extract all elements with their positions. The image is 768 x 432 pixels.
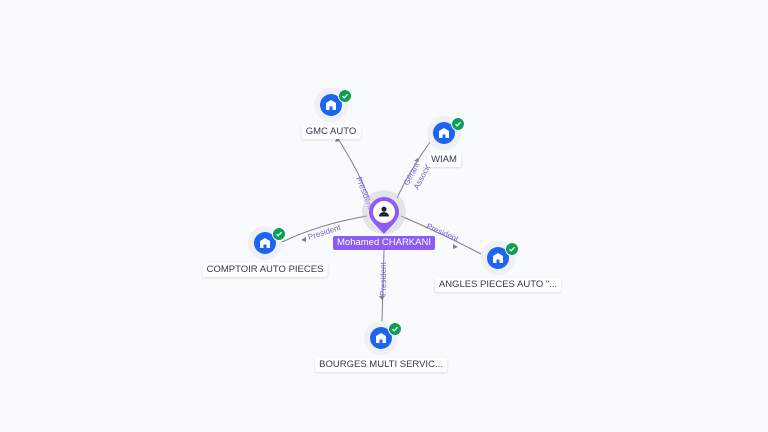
person-label[interactable]: Mohamed CHARKANI bbox=[333, 236, 435, 250]
edge-wiam bbox=[396, 141, 431, 199]
edge-angles bbox=[400, 215, 482, 255]
verified-check-icon bbox=[505, 242, 519, 256]
company-icon-circle bbox=[433, 122, 455, 144]
building-icon bbox=[260, 238, 270, 248]
company-icon-circle bbox=[254, 232, 276, 254]
company-icon-circle bbox=[370, 327, 392, 349]
building-icon bbox=[376, 333, 386, 343]
verified-check-icon bbox=[272, 227, 286, 241]
edge-bourges bbox=[381, 249, 385, 322]
edge-arrow-angles bbox=[453, 244, 458, 249]
building-icon bbox=[493, 253, 503, 263]
company-icon-circle bbox=[320, 94, 342, 116]
company-label[interactable]: ANGLES PIECES AUTO "... bbox=[434, 278, 562, 292]
edge-gmc bbox=[336, 136, 371, 201]
person-pin-icon[interactable] bbox=[368, 196, 400, 236]
company-label[interactable]: COMPTOIR AUTO PIECES bbox=[202, 263, 328, 277]
company-label[interactable]: BOURGES MULTI SERVIC... bbox=[315, 358, 447, 372]
edge-comptoir bbox=[281, 215, 368, 243]
building-icon bbox=[439, 128, 449, 138]
edge-arrow-gmc bbox=[335, 137, 340, 142]
verified-check-icon bbox=[338, 89, 352, 103]
edge-arrow-comptoir bbox=[301, 237, 306, 242]
verified-check-icon bbox=[388, 322, 402, 336]
company-label[interactable]: GMC AUTO bbox=[301, 125, 361, 139]
edge-arrow-wiam bbox=[414, 158, 419, 162]
edge-arrow-bourges bbox=[379, 296, 385, 300]
person-icon bbox=[379, 206, 389, 217]
verified-check-icon bbox=[451, 117, 465, 131]
company-bubble[interactable] bbox=[364, 321, 398, 355]
building-icon bbox=[326, 100, 336, 110]
company-label[interactable]: WIAM bbox=[427, 153, 461, 167]
company-icon-circle bbox=[487, 247, 509, 269]
edge-label-bourges: President bbox=[379, 261, 388, 296]
